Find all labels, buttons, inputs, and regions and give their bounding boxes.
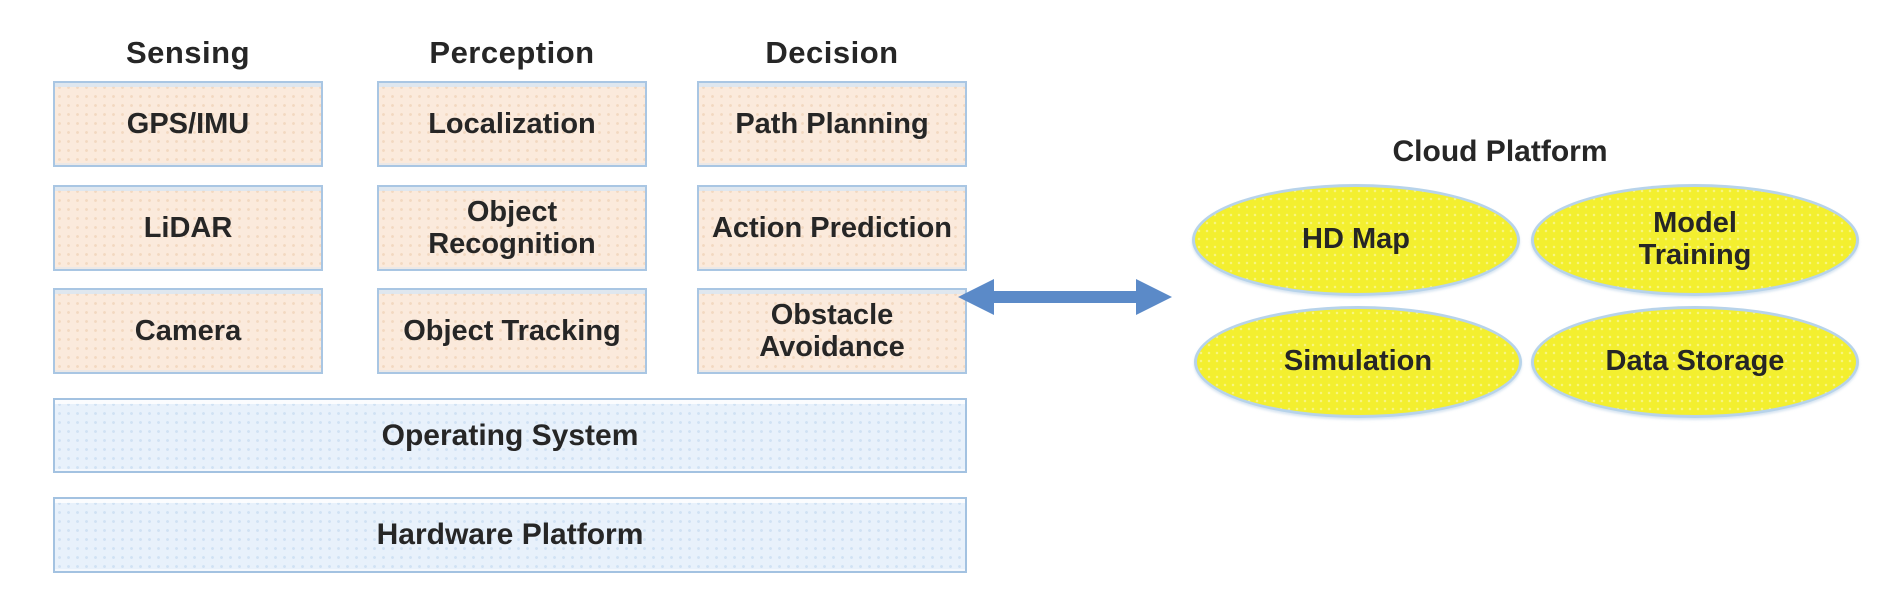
column-header-decision: Decision [765, 35, 899, 70]
module-label: Action Prediction [711, 211, 953, 244]
module-label: GPS/IMU [126, 107, 250, 140]
double-arrow-icon [958, 279, 1172, 315]
cloud-node-label: Simulation [1283, 345, 1433, 378]
cloud-node-label: HD Map [1302, 223, 1410, 256]
cloud-node-data-storage: Data Storage [1531, 306, 1859, 418]
column-header-sensing: Sensing [125, 35, 251, 70]
cloud-node-model-training: Model Training [1531, 184, 1859, 296]
module-obstacle-avoidance: Obstacle Avoidance [697, 288, 967, 374]
layer-label: Hardware Platform [376, 518, 644, 551]
module-action-prediction: Action Prediction [697, 185, 967, 271]
module-camera: Camera [53, 288, 323, 374]
module-label: Obstacle Avoidance [759, 298, 905, 363]
module-object-tracking: Object Tracking [377, 288, 647, 374]
module-path-planning: Path Planning [697, 81, 967, 167]
module-gps-imu: GPS/IMU [53, 81, 323, 167]
cloud-node-label: Data Storage [1605, 345, 1785, 378]
module-label: Object Recognition [428, 195, 596, 260]
module-lidar: LiDAR [53, 185, 323, 271]
layer-hardware-platform: Hardware Platform [53, 497, 967, 573]
cloud-platform-title: Cloud Platform [1392, 135, 1608, 168]
module-label: Path Planning [735, 107, 929, 140]
module-label: Localization [428, 107, 596, 140]
module-localization: Localization [377, 81, 647, 167]
cloud-node-hd-map: HD Map [1192, 184, 1520, 296]
module-label: LiDAR [143, 211, 233, 244]
cloud-node-simulation: Simulation [1194, 306, 1522, 418]
layer-label: Operating System [381, 418, 639, 452]
module-object-recognition: Object Recognition [377, 185, 647, 271]
column-header-perception: Perception [429, 35, 595, 70]
cloud-node-label: Model Training [1638, 207, 1752, 271]
vehicle-cloud-connector [956, 271, 1174, 323]
layer-operating-system: Operating System [53, 398, 967, 473]
module-label: Object Tracking [403, 314, 621, 347]
module-label: Camera [134, 314, 242, 347]
